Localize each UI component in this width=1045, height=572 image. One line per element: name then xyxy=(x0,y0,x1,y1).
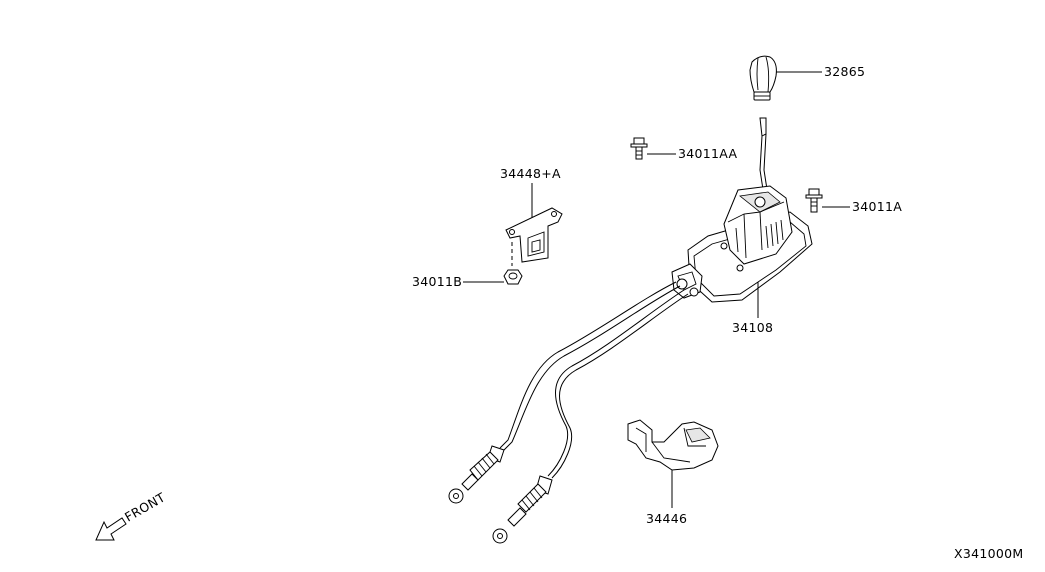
shifter-assembly xyxy=(671,117,813,303)
bolt-aa xyxy=(630,137,648,160)
part-label-32865: 32865 xyxy=(824,64,865,79)
part-label-34446: 34446 xyxy=(646,511,687,526)
bracket-plate xyxy=(505,207,563,263)
part-label-34011a: 34011A xyxy=(852,199,902,214)
nut xyxy=(503,269,523,285)
bolt-a xyxy=(805,188,823,213)
front-label: FRONT xyxy=(122,489,168,524)
shift-knob xyxy=(749,55,777,101)
part-label-34108: 34108 xyxy=(732,320,773,335)
part-label-34011aa: 34011AA xyxy=(678,146,737,161)
arrow-down-left-icon xyxy=(95,517,127,541)
part-label-34011b: 34011B xyxy=(412,274,462,289)
drawing-code: X341000M xyxy=(954,546,1023,561)
cable-bracket xyxy=(627,419,719,471)
part-label-34448-a: 34448+A xyxy=(500,166,561,181)
shift-cables xyxy=(448,281,689,544)
